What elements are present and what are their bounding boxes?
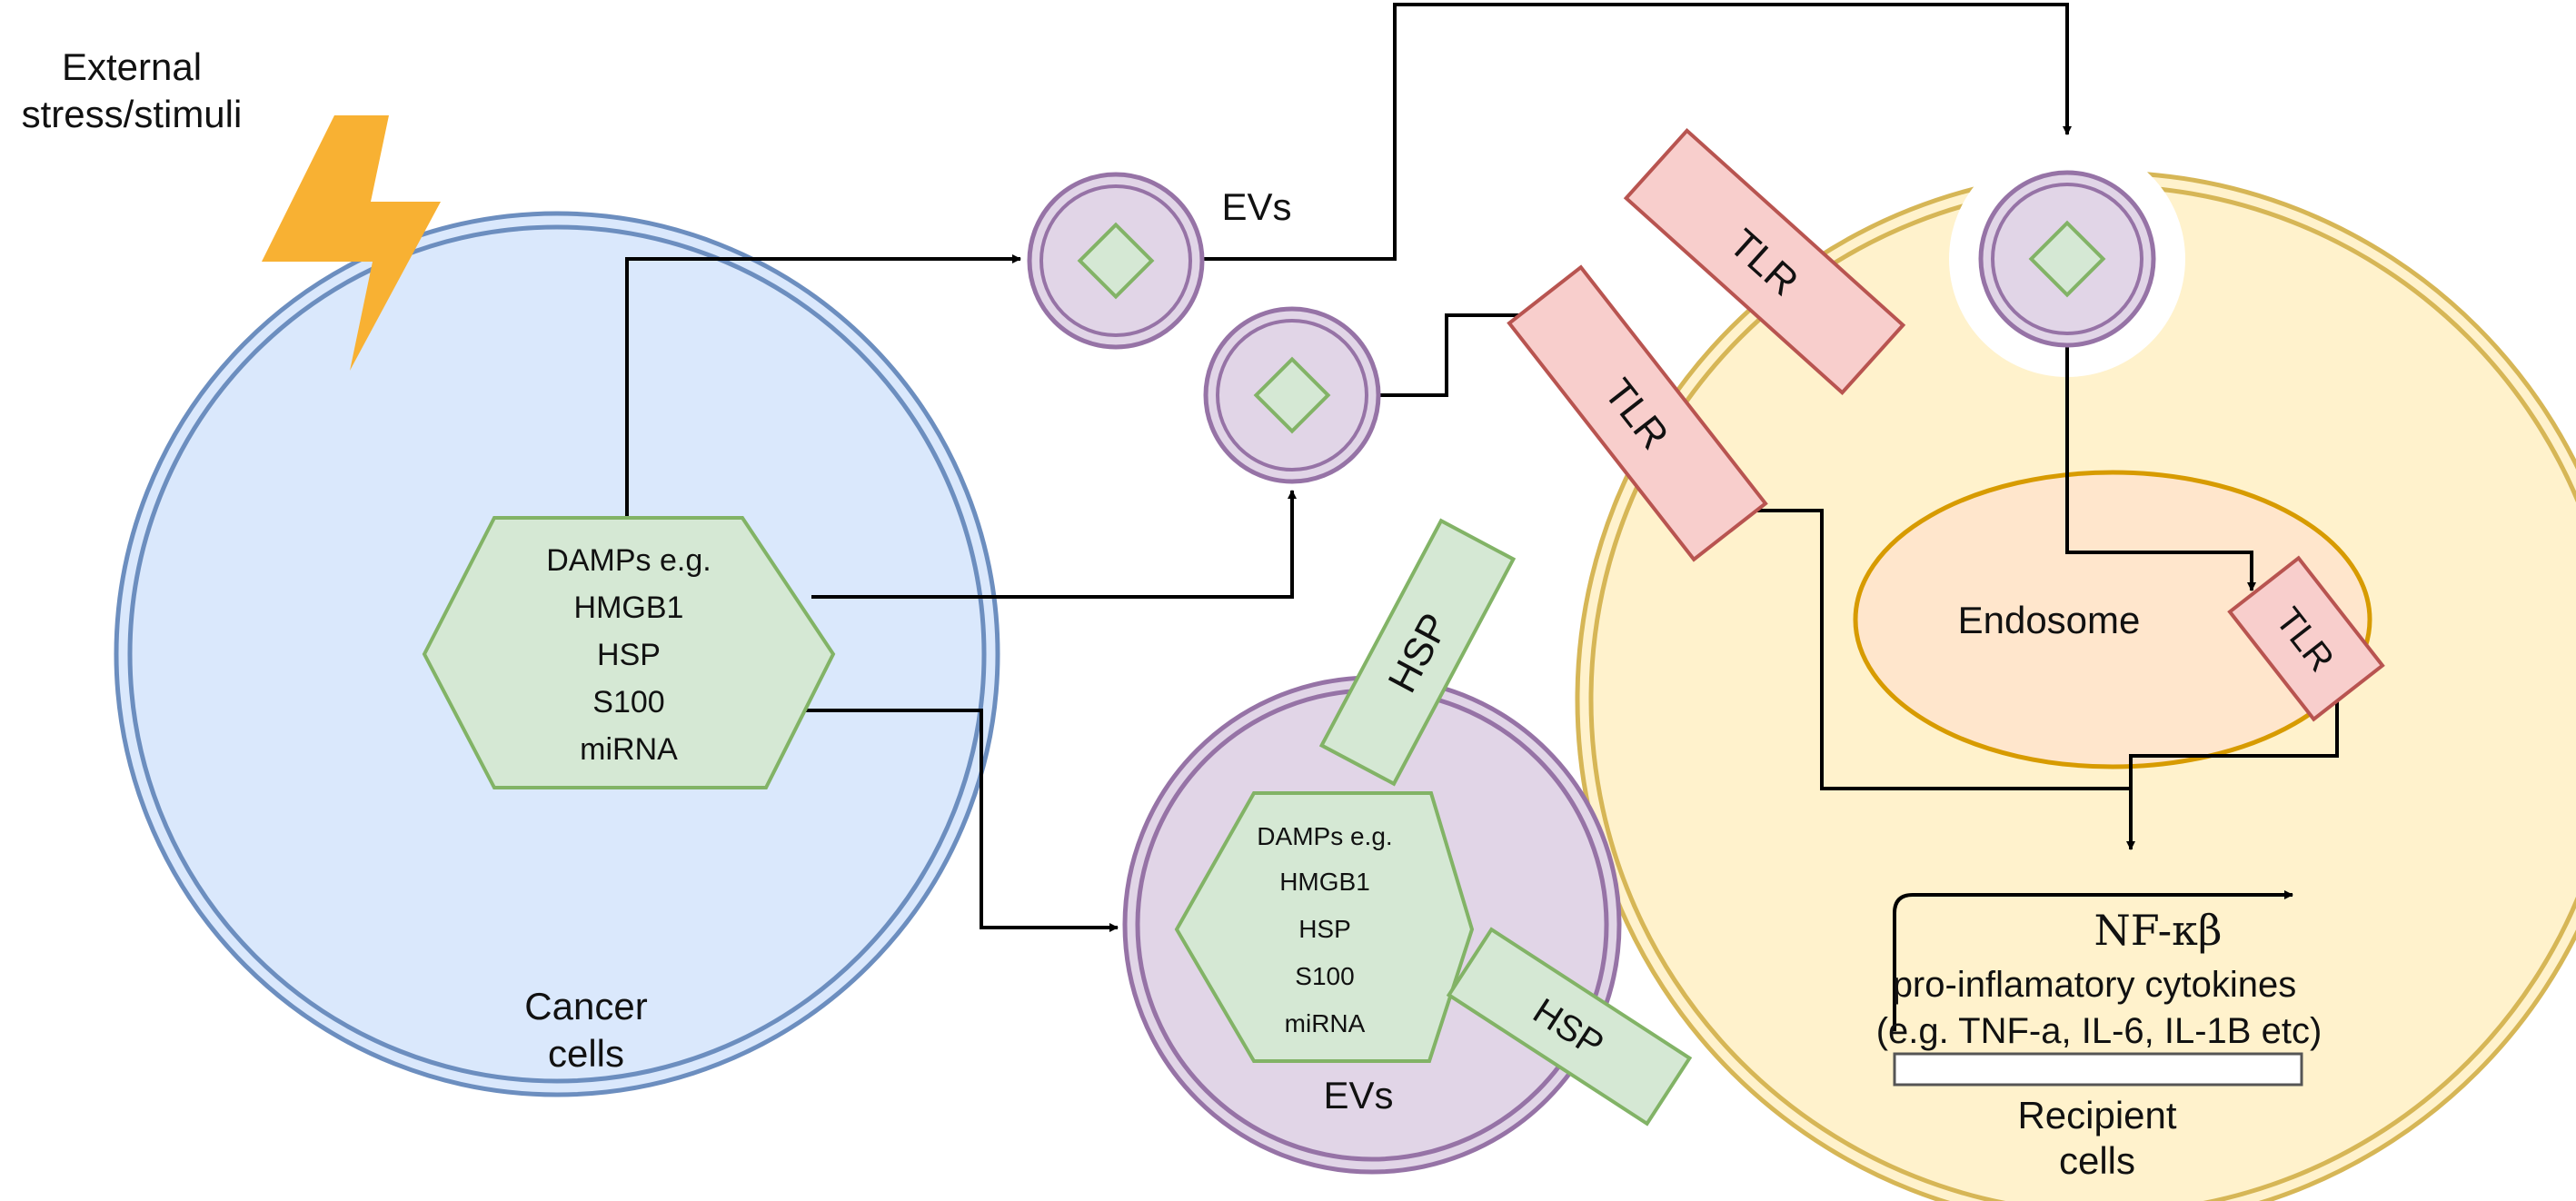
arrow-ev-top-to-recipient (1192, 3, 2072, 261)
damps-list-cancer: DAMPs e.g. HMGB1 HSP S100 miRNA (546, 543, 711, 767)
recipient-label-line1: Recipient (2017, 1094, 2176, 1136)
damps-ev-item: HMGB1 (1279, 868, 1370, 896)
tlr-receptor-top: TLR (1623, 127, 1906, 396)
arrow-ev-to-tlr (1378, 311, 1550, 397)
damps-ev-item: DAMPs e.g. (1257, 822, 1392, 850)
line-tlr-to-nfkb (1754, 509, 2131, 790)
gene-box (1893, 1052, 2303, 1087)
damps-list-ev: DAMPs e.g. HMGB1 HSP S100 miRNA (1257, 822, 1392, 1037)
line-endosome-tlr-to-nfkb (2126, 686, 2339, 850)
damps-hexagon-ev (1174, 791, 1475, 1063)
hsp-tag-bottom: HSP (1446, 927, 1693, 1127)
ev-middle (1203, 306, 1381, 484)
arrow-ev-to-endosome-tlr (2065, 345, 2256, 591)
external-label-line2: stress/stimuli (22, 93, 243, 135)
arrow-transcription (1893, 890, 2293, 1031)
endosome (1853, 470, 2372, 769)
damps-hexagon-cancer (422, 516, 836, 789)
tlr-receptor-endosome: TLR (2227, 555, 2385, 722)
hsp-tag-top: HSP (1318, 518, 1517, 787)
damps-ev-item: S100 (1295, 962, 1354, 990)
evs-top-label: EVs (1221, 185, 1291, 228)
arrow-damps-to-ev-large (800, 709, 1119, 932)
tlr-receptor-middle: TLR (1507, 264, 1768, 562)
damps-cancer-item: miRNA (580, 732, 678, 767)
external-label-line1: External (62, 45, 202, 88)
ev-top (1027, 172, 1205, 350)
cancer-label-line1: Cancer (524, 985, 647, 1027)
endosome-label: Endosome (1958, 599, 2141, 641)
damps-ev-item: HSP (1298, 915, 1351, 943)
damps-cancer-item: S100 (592, 685, 664, 720)
ev-entering (1978, 170, 2156, 348)
cytokines-label-line2: (e.g. TNF-a, IL-6, IL-1B etc) (1876, 1011, 2322, 1051)
recipient-label-line2: cells (2059, 1139, 2135, 1182)
damps-ev-item: miRNA (1285, 1009, 1366, 1037)
arrow-damps-to-ev-top (625, 254, 1021, 516)
cytokines-label-line1: pro-inflamatory cytokines (1893, 965, 2297, 1005)
damps-cancer-item: HMGB1 (574, 591, 684, 625)
lightning-bolt-icon (262, 115, 441, 371)
nfkb-label: NF-κβ (2094, 906, 2223, 955)
arrow-damps-to-ev-middle (811, 490, 1297, 599)
damps-cancer-item: DAMPs e.g. (546, 543, 711, 578)
connector-arrows (625, 3, 2339, 1031)
damps-cancer-item: HSP (597, 638, 661, 672)
evs-bottom-label: EVs (1323, 1074, 1393, 1117)
cancer-label-line2: cells (548, 1032, 624, 1075)
